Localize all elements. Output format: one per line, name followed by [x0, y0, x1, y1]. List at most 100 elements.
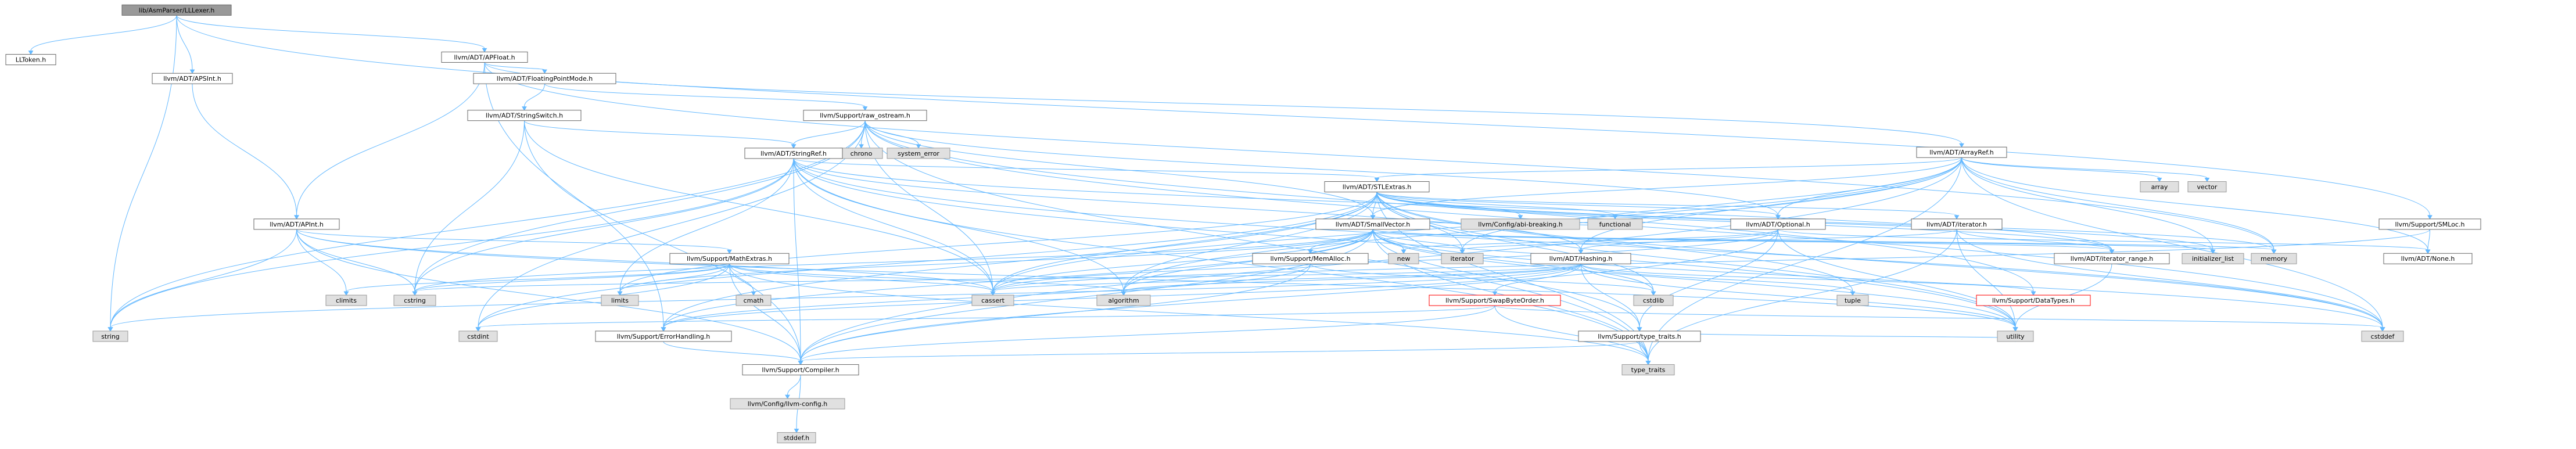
edge-optional-to-new [1401, 229, 1778, 254]
node-optional[interactable]: llvm/ADT/Optional.h [1730, 218, 1826, 230]
edge-smallvector-to-memory [1372, 229, 2277, 254]
node-utility[interactable]: utility [1997, 331, 2034, 342]
node-label: llvm/Support/SMLoc.h [2395, 221, 2465, 228]
node-typetraitsstd[interactable]: type_traits [1621, 364, 1675, 376]
node-label: llvm/ADT/iterator_range.h [2071, 255, 2153, 263]
node-datatypes[interactable]: llvm/Support/DataTypes.h [1976, 294, 2091, 306]
node-algorithm[interactable]: algorithm [1096, 294, 1151, 306]
node-syserr[interactable]: system_error [887, 148, 950, 159]
node-smallvector[interactable]: llvm/ADT/SmallVector.h [1315, 218, 1430, 230]
node-label: llvm/Support/DataTypes.h [1992, 297, 2075, 304]
node-mathextras[interactable]: llvm/Support/MathExtras.h [669, 253, 790, 264]
node-root[interactable]: lib/AsmParser/LLLexer.h [121, 4, 232, 16]
node-apint[interactable]: llvm/ADT/APInt.h [253, 218, 340, 230]
edge-stringref-to-algorithm [793, 158, 1126, 296]
node-chrono[interactable]: chrono [839, 148, 883, 159]
node-label: llvm/ADT/FloatingPointMode.h [497, 75, 593, 82]
edge-optional-to-hashing [1578, 229, 1778, 254]
node-label: cstdlib [1643, 297, 1664, 304]
node-typetraits[interactable]: llvm/Support/type_traits.h [1578, 331, 1701, 342]
node-label: llvm/Support/raw_ostream.h [820, 112, 910, 120]
node-initlist[interactable]: initializer_list [2182, 253, 2244, 264]
edge-smallvector-to-memalloc [1308, 229, 1373, 254]
node-llvmconfig[interactable]: llvm/Config/llvm-config.h [730, 398, 845, 410]
node-strswitch[interactable]: llvm/ADT/StringSwitch.h [467, 110, 582, 121]
node-lltoken[interactable]: LLToken.h [5, 54, 56, 66]
edge-mathextras-to-climits [343, 263, 730, 296]
edge-stringref-to-stlextras [793, 158, 1380, 182]
edge-apfloat-to-errhandling [484, 62, 666, 332]
edge-typetraits-to-compiler [798, 341, 1640, 365]
edge-apfloat-to-apint [294, 62, 485, 220]
edge-apint-to-mathextras [296, 229, 732, 254]
node-apfloat[interactable]: llvm/ADT/APFloat.h [441, 51, 528, 63]
node-cstddef[interactable]: cstddef [2361, 331, 2404, 342]
node-swapbyte[interactable]: llvm/Support/SwapByteOrder.h [1429, 294, 1561, 306]
node-stringref[interactable]: llvm/ADT/StringRef.h [744, 148, 843, 159]
node-none[interactable]: llvm/ADT/None.h [2383, 253, 2473, 264]
edge-stlextras-to-smallvector [1370, 192, 1377, 220]
node-stddef[interactable]: stddef.h [777, 432, 816, 444]
node-iterrange[interactable]: llvm/ADT/iterator_range.h [2054, 253, 2170, 264]
edge-swapbyte-to-cstddef [1494, 305, 2385, 332]
edge-hashing-to-cstring [412, 263, 1581, 296]
node-label: llvm/ADT/Optional.h [1746, 221, 1810, 228]
node-label: type_traits [1631, 367, 1666, 374]
edge-typetraits-to-typetraitsstd [1639, 341, 1651, 365]
node-limits[interactable]: limits [601, 294, 639, 306]
node-label: cassert [981, 297, 1005, 304]
node-label: limits [611, 297, 629, 304]
node-arrayref[interactable]: llvm/ADT/ArrayRef.h [1916, 146, 2007, 158]
node-cmath[interactable]: cmath [736, 294, 772, 306]
edge-stlextras-to-optional [1376, 192, 1781, 220]
edge-mathextras-to-limits [617, 264, 730, 296]
node-label: llvm/ADT/None.h [2401, 255, 2455, 263]
node-tuple[interactable]: tuple [1836, 294, 1869, 306]
node-iterator[interactable]: iterator [1441, 253, 1484, 264]
node-label: lib/AsmParser/LLLexer.h [139, 6, 215, 14]
node-label: tuple [1845, 297, 1861, 304]
node-vector[interactable]: vector [2187, 181, 2227, 193]
node-cstdint[interactable]: cstdint [458, 331, 498, 342]
node-abibreak[interactable]: llvm/Config/abi-breaking.h [1461, 218, 1580, 230]
node-memory[interactable]: memory [2251, 253, 2297, 264]
node-cassert[interactable]: cassert [971, 294, 1014, 306]
node-new[interactable]: new [1388, 253, 1419, 264]
node-label: chrono [851, 150, 873, 157]
edge-stlextras-to-cassert [990, 192, 1377, 296]
node-stlextras[interactable]: llvm/ADT/STLExtras.h [1324, 181, 1430, 193]
edge-apfloat-to-arrayref [484, 62, 1964, 148]
edge-stringref-to-string [107, 158, 794, 332]
edge-arrayref-to-array [1961, 157, 2162, 182]
node-fpmode[interactable]: llvm/ADT/FloatingPointMode.h [473, 73, 616, 84]
node-label: llvm/ADT/SmallVector.h [1336, 221, 1411, 228]
node-string[interactable]: string [92, 331, 128, 342]
node-cstring[interactable]: cstring [393, 294, 436, 306]
edge-hashing-to-tuple [1580, 263, 1856, 296]
node-label: vector [2197, 184, 2218, 191]
edges-layer [28, 15, 2433, 433]
node-iteratorh[interactable]: llvm/ADT/iterator.h [1911, 218, 2003, 230]
edge-hashing-to-string [107, 263, 1581, 332]
node-smloc[interactable]: llvm/Support/SMLoc.h [2378, 218, 2481, 230]
node-label: iterator [1451, 255, 1474, 263]
node-functional[interactable]: functional [1587, 218, 1643, 230]
node-memalloc[interactable]: llvm/Support/MemAlloc.h [1252, 253, 1369, 264]
node-climits[interactable]: climits [325, 294, 367, 306]
edge-strswitch-to-stringref [524, 120, 797, 149]
edge-strswitch-to-cassert [524, 120, 996, 296]
node-array[interactable]: array [2140, 181, 2179, 193]
node-label: cstdint [467, 333, 489, 340]
edge-fpmode-to-rawos [544, 83, 868, 111]
edge-root-to-apfloat [176, 15, 487, 53]
node-hashing[interactable]: llvm/ADT/Hashing.h [1530, 253, 1631, 264]
node-cstdlib[interactable]: cstdlib [1633, 294, 1674, 306]
edge-hashing-to-datatypes [1580, 263, 2036, 296]
node-compiler[interactable]: llvm/Support/Compiler.h [742, 364, 859, 376]
node-errhandling[interactable]: llvm/Support/ErrorHandling.h [595, 331, 732, 342]
node-label: llvm/ADT/StringSwitch.h [486, 112, 563, 120]
node-rawos[interactable]: llvm/Support/raw_ostream.h [803, 110, 927, 121]
node-apsint[interactable]: llvm/ADT/APSInt.h [152, 73, 233, 84]
node-label: utility [2006, 333, 2025, 340]
